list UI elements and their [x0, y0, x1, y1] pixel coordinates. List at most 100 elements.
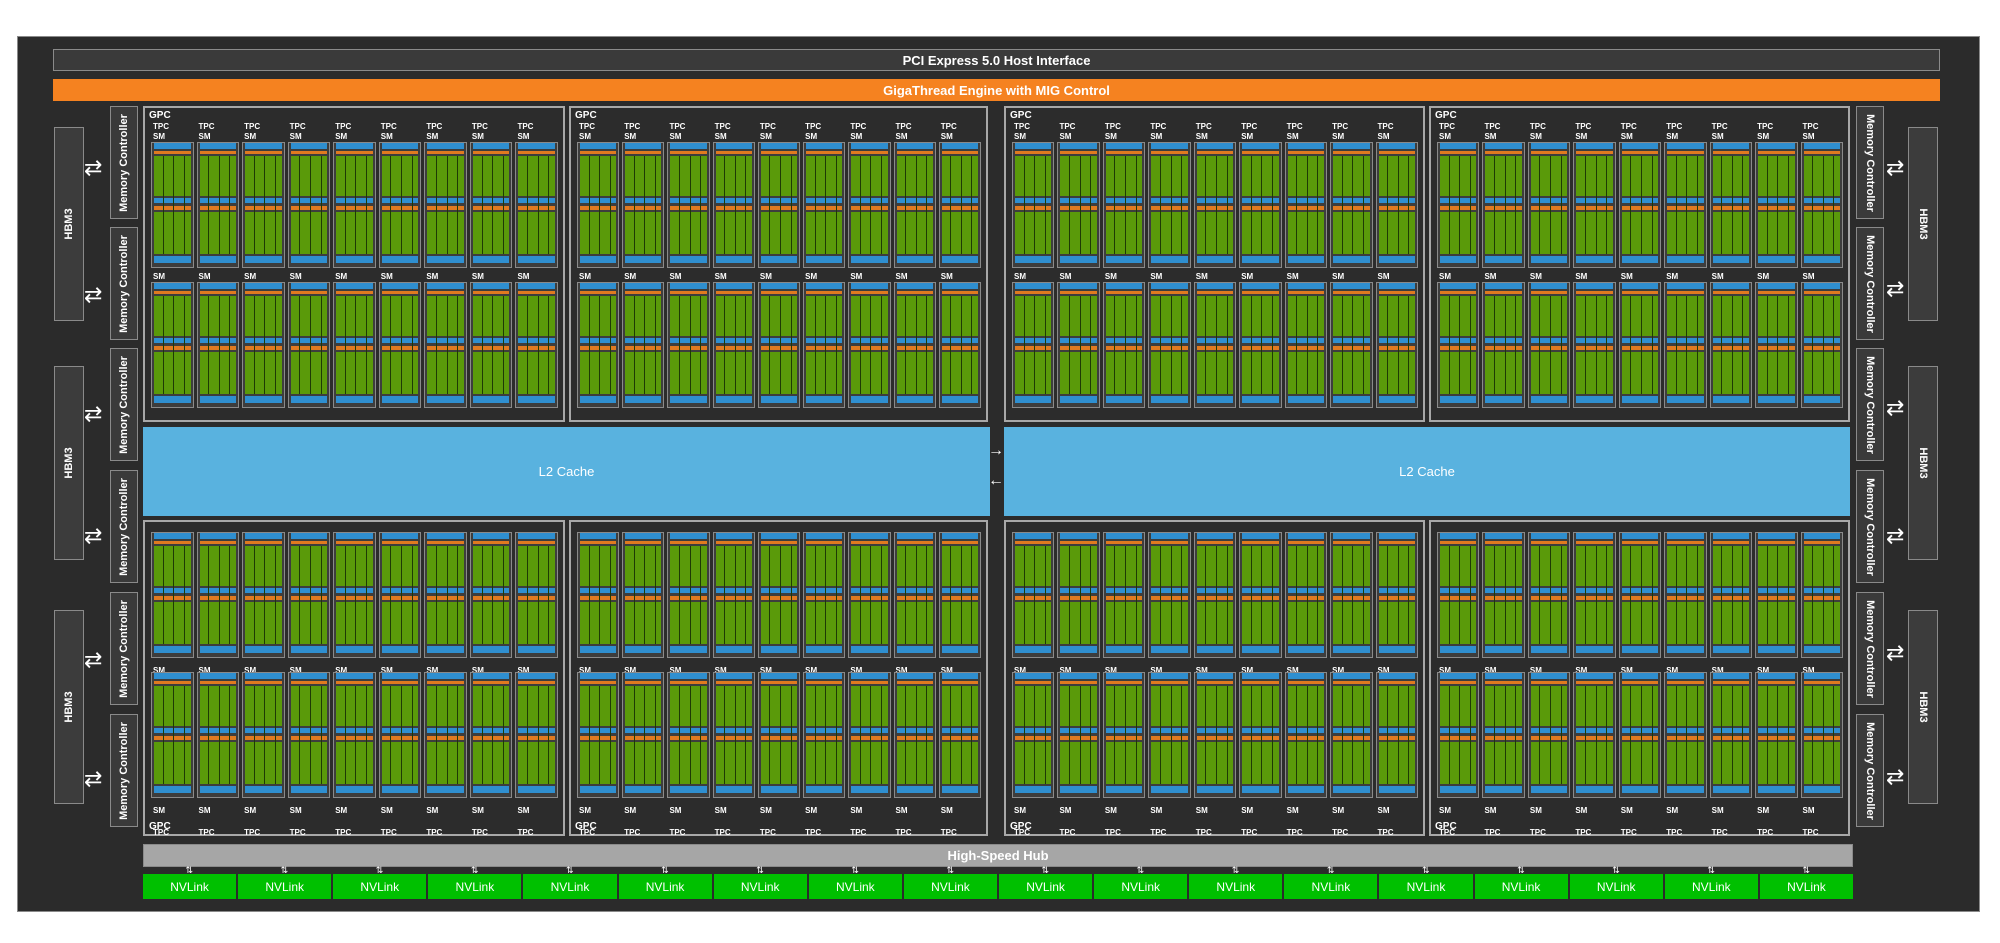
nvlink-arrow-icon: ⇅ [1612, 865, 1620, 875]
tpc-label: TPC [1059, 122, 1076, 131]
sm-label: SM [1014, 806, 1026, 815]
nvlink-13: NVLink [1284, 874, 1378, 899]
sm-label: SM [1377, 272, 1390, 281]
sm [1193, 142, 1237, 268]
tpc-label: TPC [624, 122, 641, 131]
sm [1284, 282, 1328, 408]
tpc-label: TPC [1195, 122, 1212, 131]
memory-controller-right-5: Memory Controller [1856, 592, 1884, 705]
sm [469, 532, 513, 658]
sm [667, 142, 710, 268]
sm-label: SM [1666, 132, 1679, 141]
memory-controller-label: Memory Controller [1864, 234, 1876, 333]
tpc-label: TPC [940, 828, 957, 837]
memory-controller-label: Memory Controller [1864, 355, 1876, 454]
sm-label: SM [759, 666, 772, 675]
sm [667, 672, 710, 798]
sm-label: SM [426, 666, 439, 675]
sm [287, 142, 331, 268]
sm-label: SM [1802, 666, 1815, 675]
sm [515, 672, 558, 798]
tpc-label: TPC [1711, 828, 1728, 837]
sm [1709, 142, 1753, 268]
nvlink-arrow-icon: ⇅ [1136, 865, 1145, 875]
sm [1709, 532, 1753, 658]
sm [1618, 672, 1662, 798]
sm-label: SM [1195, 806, 1208, 815]
sm [803, 532, 846, 658]
memory-controller-right-2: Memory Controller [1856, 227, 1884, 340]
nvlink-arrow-icon: ⇅ [661, 865, 669, 875]
memory-controller-label: Memory Controller [1864, 599, 1876, 698]
hbm3-right-3: HBM3 [1908, 610, 1938, 804]
sm [378, 282, 422, 408]
gpc-label: GPC [1010, 821, 1032, 832]
hbm3-label: HBM3 [1917, 208, 1929, 240]
sm [1664, 282, 1707, 408]
tpc-label: TPC [1150, 122, 1167, 131]
tpc-label: TPC [198, 828, 215, 837]
sm [1800, 282, 1843, 408]
gpc-label: GPC [1010, 110, 1032, 121]
sm [378, 142, 422, 268]
tpc-label: TPC [517, 122, 534, 131]
sm-label: SM [1241, 272, 1254, 281]
sm-label: SM [1802, 806, 1815, 815]
memory-controller-label: Memory Controller [118, 355, 130, 454]
tpc-label: TPC [426, 828, 443, 837]
hbm3-left-2: HBM3 [54, 366, 84, 560]
memory-controller-left-1: Memory Controller [110, 106, 138, 219]
sm [1057, 282, 1100, 408]
sm [938, 532, 981, 658]
sm-label: SM [1104, 666, 1117, 675]
sm [757, 672, 801, 798]
sm-label: SM [940, 272, 953, 281]
sm-label: SM [335, 272, 348, 281]
tpc-label: TPC [759, 828, 776, 837]
sm-label: SM [1332, 806, 1345, 815]
sm-label: SM [1014, 272, 1026, 281]
sm [333, 282, 376, 408]
sm-label: SM [198, 272, 211, 281]
sm [577, 282, 620, 408]
sm [1527, 672, 1571, 798]
sm [1437, 672, 1480, 798]
nvlink-11: NVLink [1094, 874, 1188, 899]
sm [757, 282, 801, 408]
hbm-link-arrow-icon: ⇄ [1886, 155, 1905, 180]
tpc-label: TPC [1241, 828, 1258, 837]
sm-label: SM [289, 806, 302, 815]
sm-label: SM [1620, 806, 1633, 815]
sm-label: SM [1575, 806, 1588, 815]
sm [893, 282, 936, 408]
sm-label: SM [1757, 806, 1770, 815]
memory-controller-right-3: Memory Controller [1856, 348, 1884, 461]
sm [333, 142, 376, 268]
high-speed-hub: High-Speed Hub [143, 844, 1853, 867]
memory-controller-left-4: Memory Controller [110, 470, 138, 583]
sm-label: SM [1757, 132, 1770, 141]
sm-label: SM [1150, 132, 1163, 141]
tpc-label: TPC [471, 828, 488, 837]
sm-label: SM [850, 666, 863, 675]
sm [333, 532, 376, 658]
nvlink-8: NVLink [808, 874, 902, 899]
sm-label: SM [1150, 666, 1163, 675]
sm [803, 282, 846, 408]
gpc-label: GPC [575, 821, 597, 832]
sm-label: SM [805, 132, 818, 141]
